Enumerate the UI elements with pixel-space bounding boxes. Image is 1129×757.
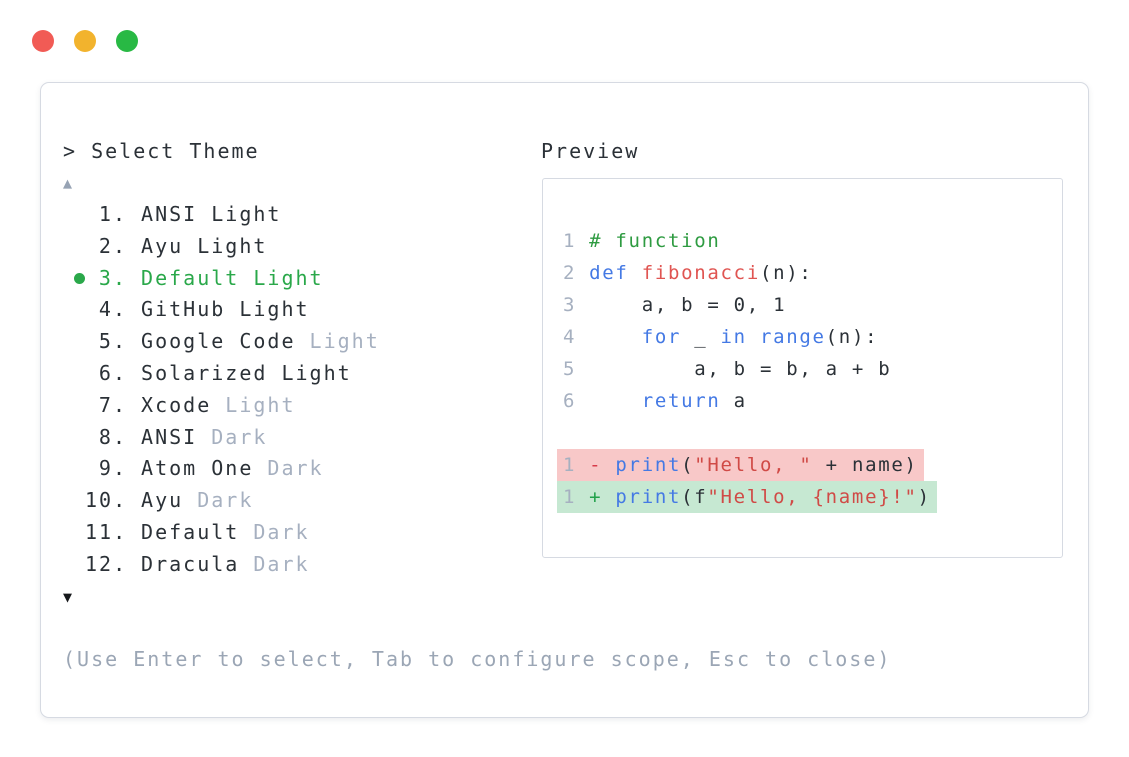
theme-item-label: Ayu Light [127,233,268,258]
preview-label: Preview [541,139,640,163]
minimize-button[interactable] [74,30,96,52]
theme-item-ayu-light[interactable]: 2. Ayu Light [63,231,380,263]
line-number: 2 [563,262,577,284]
theme-item-number: 6. [98,360,127,385]
bullet-spacer [74,517,85,549]
window-controls [32,30,138,52]
bullet-spacer [74,549,85,581]
line-number: 5 [563,358,577,380]
theme-item-label: Google Code [127,329,296,354]
close-button[interactable] [32,30,54,52]
bullet-spacer [74,453,85,485]
theme-item-number: 4. [98,297,127,322]
theme-item-number: 2. [98,233,127,258]
theme-item-label: Dracula [127,551,240,576]
theme-item-ansi-light[interactable]: 1. ANSI Light [63,199,380,231]
theme-item-number: 1. [98,202,127,226]
code-line: 3 a, b = 0, 1 [557,289,1048,321]
theme-item-dracula[interactable]: 12. Dracula Dark [63,549,380,581]
theme-item-label: GitHub Light [127,297,310,322]
theme-item-variant: Light [295,329,380,354]
zoom-button[interactable] [116,30,138,52]
theme-item-atom-one[interactable]: 9. Atom One Dark [63,453,380,485]
bullet-spacer [74,390,85,422]
theme-item-label: Atom One [127,456,254,481]
theme-item-number: 9. [98,456,127,481]
select-theme-prompt: > Select Theme [63,139,260,163]
theme-item-ansi[interactable]: 8. ANSI Dark [63,422,380,454]
theme-item-variant: Dark [239,519,310,544]
theme-item-number: 3. [98,265,127,290]
line-number: 1 [563,486,577,508]
bullet-spacer [74,422,85,454]
theme-item-label: Default [127,519,240,544]
code-line [557,417,1048,449]
theme-item-number: 12. [85,551,128,576]
scroll-up-icon: ▲ [63,174,73,192]
code-line: 4 for _ in range(n): [557,321,1048,353]
code-line: 5 a, b = b, a + b [557,353,1048,385]
code-line: 1# function [557,225,1048,257]
theme-item-number: 7. [98,392,127,417]
theme-item-default[interactable]: 11. Default Dark [63,517,380,549]
theme-item-github-light[interactable]: 4. GitHub Light [63,294,380,326]
theme-item-number: 11. [85,519,128,544]
theme-item-number: 5. [98,329,127,354]
theme-item-label: Ayu [127,488,184,513]
bullet-spacer [74,199,85,231]
bullet-spacer [74,231,85,263]
code-line: 6 return a [557,385,1048,417]
bullet-spacer [74,485,85,517]
scroll-down-icon: ▼ [63,587,73,606]
theme-item-label: ANSI [127,424,198,449]
theme-item-label: Solarized Light [127,360,352,385]
theme-item-default-light[interactable]: 3. Default Light [63,263,380,295]
theme-item-number: 8. [98,424,127,449]
line-number: 1 [563,454,577,476]
line-number: 4 [563,326,577,348]
theme-item-variant: Dark [183,488,254,513]
keyboard-hint: (Use Enter to select, Tab to configure s… [63,647,892,671]
line-number: 1 [563,230,577,252]
theme-item-number: 10. [85,488,128,513]
theme-item-label: Xcode [127,392,212,417]
code-line: 1+ print(f"Hello, {name}!") [557,481,1048,513]
theme-item-label: ANSI Light [127,202,282,226]
theme-item-variant: Dark [197,424,268,449]
theme-item-xcode[interactable]: 7. Xcode Light [63,390,380,422]
bullet-spacer [74,358,85,390]
bullet-spacer [74,326,85,358]
bullet-spacer [74,294,85,326]
theme-item-solarized-light[interactable]: 6. Solarized Light [63,358,380,390]
line-number: 6 [563,390,577,412]
line-number: 3 [563,294,577,316]
code-line: 1- print("Hello, " + name) [557,449,1048,481]
selected-dot-icon [74,263,85,295]
theme-item-variant: Light [211,392,296,417]
theme-item-ayu[interactable]: 10. Ayu Dark [63,485,380,517]
theme-item-label: Default Light [127,265,324,290]
theme-item-variant: Dark [239,551,310,576]
theme-item-google-code[interactable]: 5. Google Code Light [63,326,380,358]
theme-item-variant: Dark [253,456,324,481]
